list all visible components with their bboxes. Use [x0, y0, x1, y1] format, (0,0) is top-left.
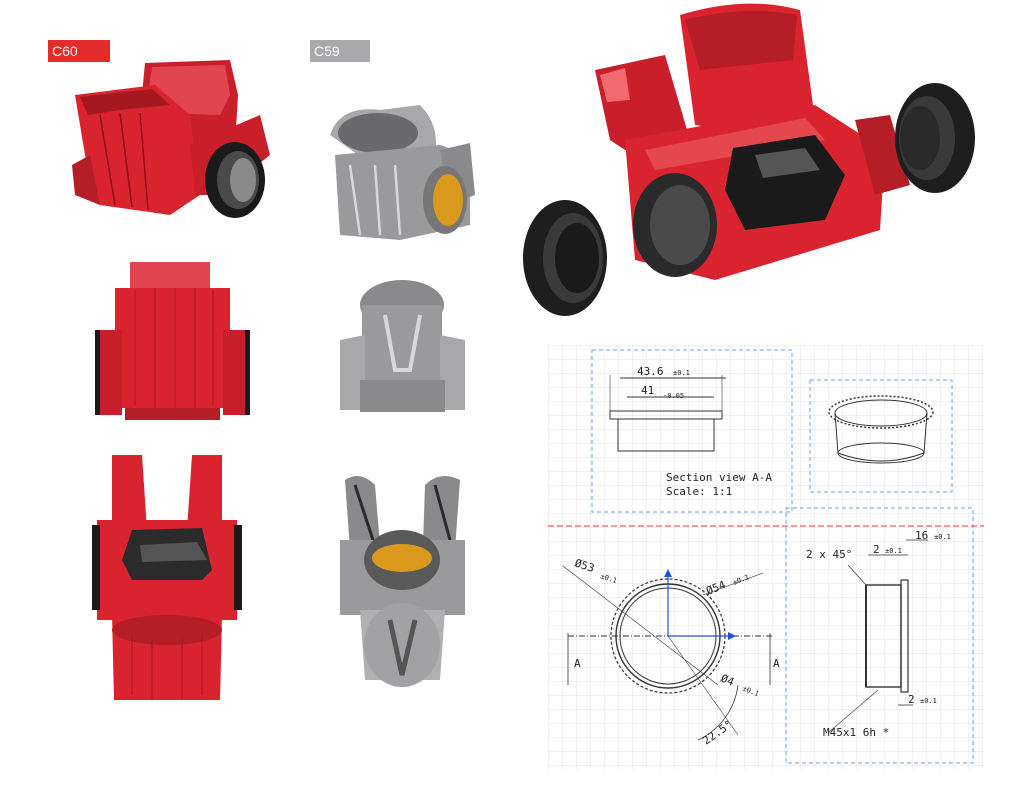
c59-bottom-view	[340, 476, 465, 687]
c60-bottom-view	[92, 455, 242, 700]
dim-2-top-tol: ±0.1	[885, 547, 902, 555]
dim-16: 16	[915, 529, 928, 542]
dim-41-tol: -0.05	[663, 392, 684, 400]
c60-front-view	[95, 262, 250, 420]
dim-dia-4: Ø4	[719, 672, 737, 689]
exploded-3d-view	[523, 3, 975, 316]
dim-2-bottom: 2	[908, 693, 915, 706]
dim-2-bottom-tol: ±0.1	[920, 697, 937, 705]
c59-label: C59	[310, 40, 370, 62]
technical-drawing: 43.6 ±0.1 41 -0.05 Section view A-A Scal…	[548, 345, 984, 770]
dim-43-6-tol: ±0.1	[673, 369, 690, 377]
dim-16-tol: ±0.1	[934, 533, 951, 541]
thread-spec: M45x1 6h *	[823, 726, 889, 739]
dim-chamfer: 2 x 45°	[806, 548, 852, 561]
section-view-scale: Scale: 1:1	[666, 485, 732, 498]
iso-view-frame	[809, 379, 953, 493]
dim-2-top: 2	[873, 543, 880, 556]
section-mark-left: A	[574, 657, 581, 670]
dim-43-6: 43.6	[637, 365, 664, 378]
c59-perspective-view	[330, 105, 475, 240]
c60-label: C60	[48, 40, 110, 62]
c60-perspective-view	[72, 60, 270, 218]
section-mark-right: A	[773, 657, 780, 670]
dim-dia-53: Ø53	[573, 556, 596, 575]
dim-41: 41	[641, 384, 654, 397]
section-view-title: Section view A-A	[666, 471, 772, 484]
side-view-frame	[785, 507, 974, 764]
section-view-frame	[591, 349, 793, 513]
c59-front-view	[340, 280, 465, 412]
